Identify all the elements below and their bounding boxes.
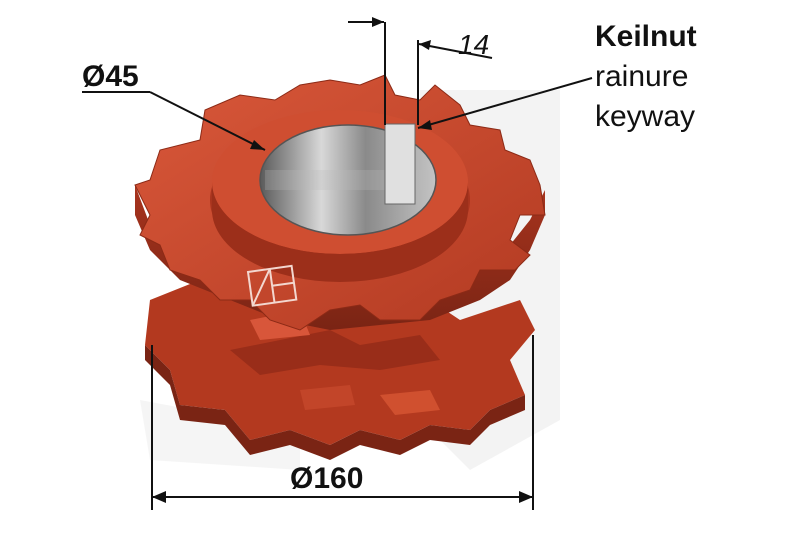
outer-diameter-label: Ø160 xyxy=(290,462,363,495)
outer-diameter-dimension xyxy=(151,335,534,510)
lower-sprocket xyxy=(145,280,535,460)
keyway-label-fr: rainure xyxy=(595,60,688,93)
bore-diameter-label: Ø45 xyxy=(82,60,139,93)
part-marking xyxy=(246,264,298,307)
bore-dimension-leader xyxy=(82,91,266,151)
keyway-label-leader xyxy=(417,77,593,130)
keyway-width-label: 14 xyxy=(458,29,489,60)
keyway-label-en: keyway xyxy=(595,100,695,133)
upper-sprocket xyxy=(134,74,546,331)
keyway-dimension xyxy=(348,17,493,125)
keyway-label-de: Keilnut xyxy=(595,20,697,53)
keyway-slot xyxy=(384,123,416,205)
